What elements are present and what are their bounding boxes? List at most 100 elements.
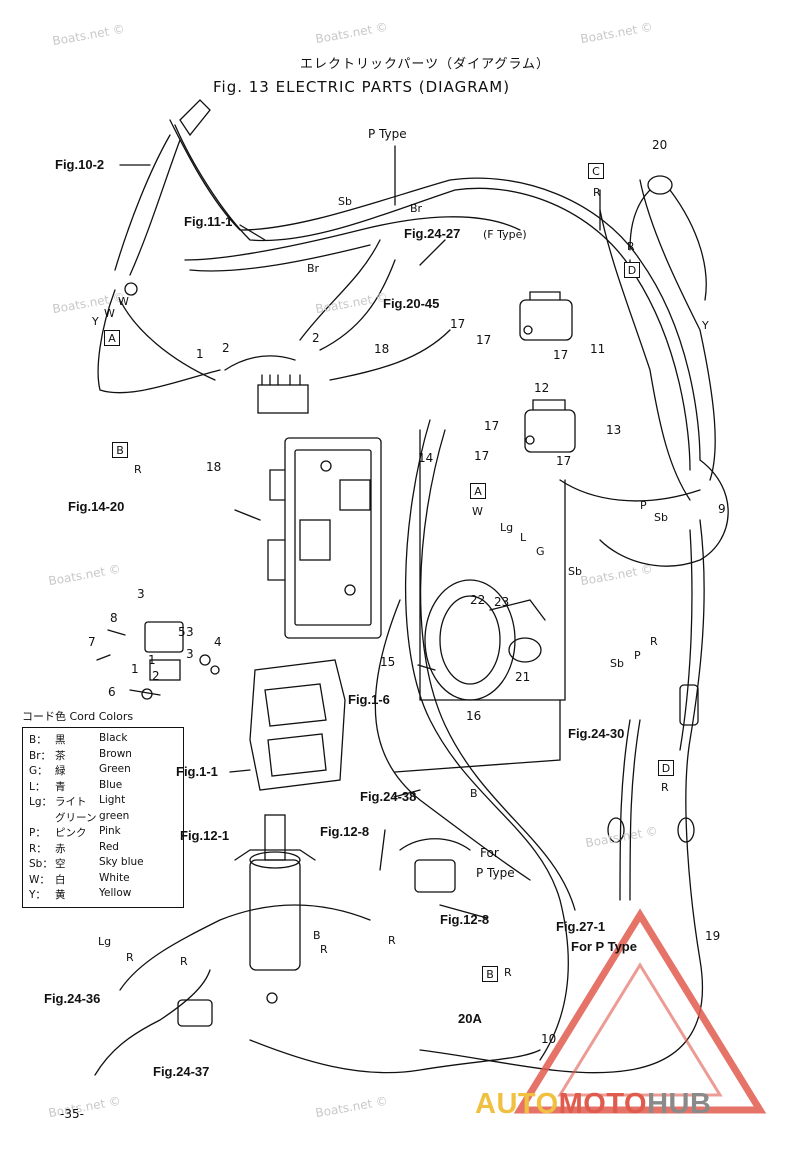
- for-p-type-label: For: [480, 846, 499, 860]
- part-number: 1: [148, 653, 156, 667]
- legend-code: W：: [29, 873, 50, 886]
- wire-code: G: [536, 545, 545, 558]
- fig-ref: Fig.24-36: [44, 991, 101, 1006]
- fig-ref: Fig.1-1: [176, 764, 218, 779]
- wire-code: R: [627, 240, 635, 253]
- wire-code: Sb: [568, 565, 582, 578]
- wire-code: Y: [702, 319, 709, 332]
- part-number: 17: [474, 449, 490, 463]
- legend-jp: 白: [55, 873, 66, 886]
- fig-ref: Fig.27-1: [556, 919, 606, 934]
- part-number: 9: [718, 502, 726, 516]
- part-number: 23: [494, 595, 510, 609]
- connector-box: D: [658, 760, 674, 776]
- logo-part: AUTO: [475, 1088, 559, 1120]
- legend-jp: 茶: [55, 749, 66, 762]
- wire-code: B: [470, 787, 478, 800]
- fig-ref: Fig.24-27: [404, 226, 461, 241]
- part-number: 13: [606, 423, 622, 437]
- for-p-type-label: P Type: [476, 866, 515, 880]
- part-number: 5: [178, 625, 186, 639]
- legend-en: green: [99, 809, 130, 822]
- legend-jp: 青: [55, 780, 66, 793]
- legend-title: コード色 Cord Colors: [22, 710, 134, 723]
- part-number: 3: [137, 587, 145, 601]
- legend-jp: ピンク: [55, 827, 87, 839]
- wire-code: Sb: [654, 511, 668, 524]
- part-number: 22: [470, 593, 486, 607]
- legend-en: Green: [99, 763, 131, 775]
- wire-code: B: [313, 929, 321, 942]
- part-number: 17: [450, 317, 466, 331]
- connector-box: C: [588, 163, 604, 179]
- fig-ref: Fig.12-1: [180, 828, 230, 843]
- title-japanese: エレクトリックパーツ（ダイアグラム）: [300, 57, 551, 72]
- fig-ref: Fig.10-2: [55, 157, 105, 172]
- legend-code: Y：: [29, 889, 46, 901]
- part-number: 12: [534, 381, 550, 395]
- wire-code: L: [520, 531, 527, 544]
- fig-ref: Fig.14-20: [68, 499, 125, 514]
- part-number: 1: [196, 347, 204, 361]
- legend-jp: 黒: [55, 734, 66, 746]
- wire-code: W: [104, 307, 115, 320]
- legend-en: Light: [99, 794, 126, 806]
- part-number: 8: [110, 611, 118, 625]
- logo-part: MOTO: [558, 1088, 648, 1120]
- legend-code: G：: [29, 765, 48, 777]
- legend-jp: 空: [55, 858, 66, 870]
- legend-jp: 緑: [55, 765, 66, 777]
- part-number: 3: [186, 625, 194, 639]
- fig-ref: Fig.1-6: [348, 692, 390, 707]
- wire-code: Br: [307, 262, 320, 275]
- legend-en: Pink: [99, 825, 121, 837]
- part-number: 2: [312, 331, 320, 345]
- part-number: 19: [705, 929, 721, 943]
- part-number: 3: [186, 647, 194, 661]
- legend-jp: 黄: [55, 889, 66, 901]
- part-number: 6: [108, 685, 116, 699]
- wire-code: P: [640, 499, 647, 512]
- part-number: 17: [553, 348, 569, 362]
- legend-code: P：: [29, 827, 46, 839]
- part-number: 20: [652, 138, 668, 152]
- legend-code: L：: [29, 780, 46, 793]
- part-number: 2: [222, 341, 230, 355]
- part-number: 17: [556, 454, 572, 468]
- for-p-type-inline: For P Type: [571, 939, 637, 954]
- logo-part: HUB: [647, 1088, 712, 1120]
- fig-ref: Fig.12-8: [440, 912, 490, 927]
- wire-code: R: [320, 943, 328, 956]
- legend-jp: 赤: [55, 842, 66, 855]
- connector-box: A: [470, 483, 486, 499]
- page-number: -35-: [60, 1107, 84, 1121]
- fig-ref: Fig.24-38: [360, 789, 417, 804]
- legend-en: Black: [99, 732, 128, 744]
- part-number: 7: [88, 635, 96, 649]
- wire-code: W: [472, 505, 483, 518]
- wire-code: Lg: [500, 521, 514, 534]
- legend-code: Lg：: [29, 796, 53, 808]
- legend-code: R：: [29, 842, 47, 855]
- wire-code: R: [650, 635, 658, 648]
- wire-code: Sb: [338, 195, 352, 208]
- legend-en: Brown: [99, 747, 132, 760]
- f-type-note: (F Type): [483, 228, 527, 241]
- part-number: 21: [515, 670, 531, 684]
- page-title: Fig. 13 ELECTRIC PARTS (DIAGRAM): [213, 78, 511, 96]
- fig-ref: Fig.11-1: [184, 214, 233, 229]
- connector-box: B: [112, 442, 128, 458]
- legend-en: White: [99, 871, 130, 884]
- wire-code: Lg: [98, 935, 112, 948]
- wire-code: R: [126, 951, 134, 964]
